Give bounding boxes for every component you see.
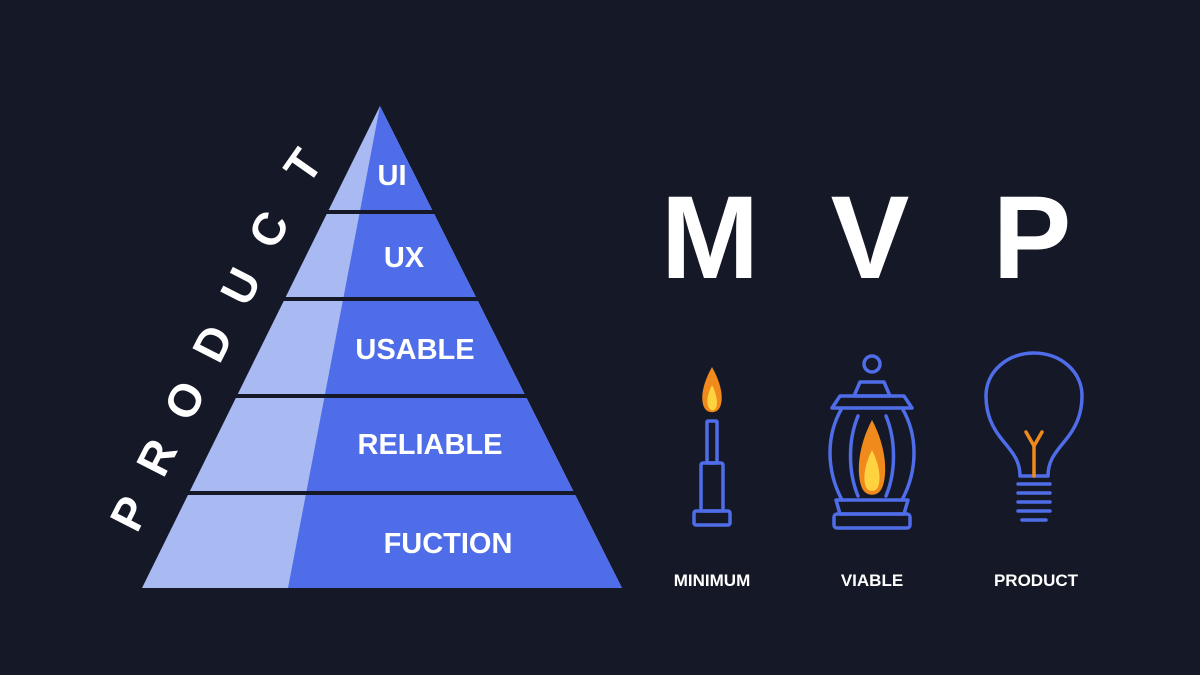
lantern-foot: [832, 512, 912, 530]
pyramid-layer-label-usable: USABLE: [355, 334, 474, 366]
side-label-letter: R: [126, 431, 187, 484]
caption-viable: VIABLE: [841, 571, 903, 590]
lantern-icon: [828, 354, 916, 530]
pyramid-main-face: [288, 106, 622, 588]
lantern-cap: [852, 380, 892, 398]
mvp-letter-m: M: [661, 172, 759, 304]
lightbulb-glass: [984, 351, 1084, 478]
side-label-letter: T: [273, 139, 332, 192]
caption-minimum: MINIMUM: [674, 571, 750, 590]
lantern-glass: [848, 414, 896, 498]
pyramid-layer-label-fuction: FUCTION: [384, 528, 513, 560]
pyramid-layer-label-reliable: RELIABLE: [358, 429, 503, 461]
lantern-base: [834, 498, 910, 516]
candle-base: [699, 461, 725, 513]
side-label-letter: U: [210, 260, 271, 313]
lantern-frame: [828, 406, 916, 502]
pyramid-layer-label-ui: UI: [378, 160, 407, 192]
lightbulb-filament: [1024, 430, 1044, 478]
product-pyramid: UI UX USABLE RELIABLE FUCTION P R O D U …: [99, 106, 630, 588]
pyramid-dividers: [120, 210, 630, 495]
mvp-captions: MINIMUM VIABLE PRODUCT: [674, 571, 1079, 590]
pyramid-layer-label-ux: UX: [384, 242, 425, 274]
candle-icon: [692, 367, 732, 527]
candle-holder: [692, 509, 732, 527]
mvp-heading: M V P: [661, 172, 1072, 304]
mvp-letter-p: P: [993, 172, 1072, 304]
lantern-top-plate: [830, 394, 914, 410]
candle-flame-inner: [707, 385, 717, 411]
candle-stick: [705, 419, 719, 465]
side-label-letter: P: [99, 488, 159, 539]
lantern-flame-inner: [864, 450, 880, 491]
side-label-letter: D: [182, 317, 243, 370]
lantern-ring: [862, 354, 882, 374]
caption-product: PRODUCT: [994, 571, 1079, 590]
lightbulb-icon: [984, 351, 1084, 522]
side-label-letter: O: [153, 373, 216, 428]
mvp-letter-v: V: [831, 172, 910, 304]
